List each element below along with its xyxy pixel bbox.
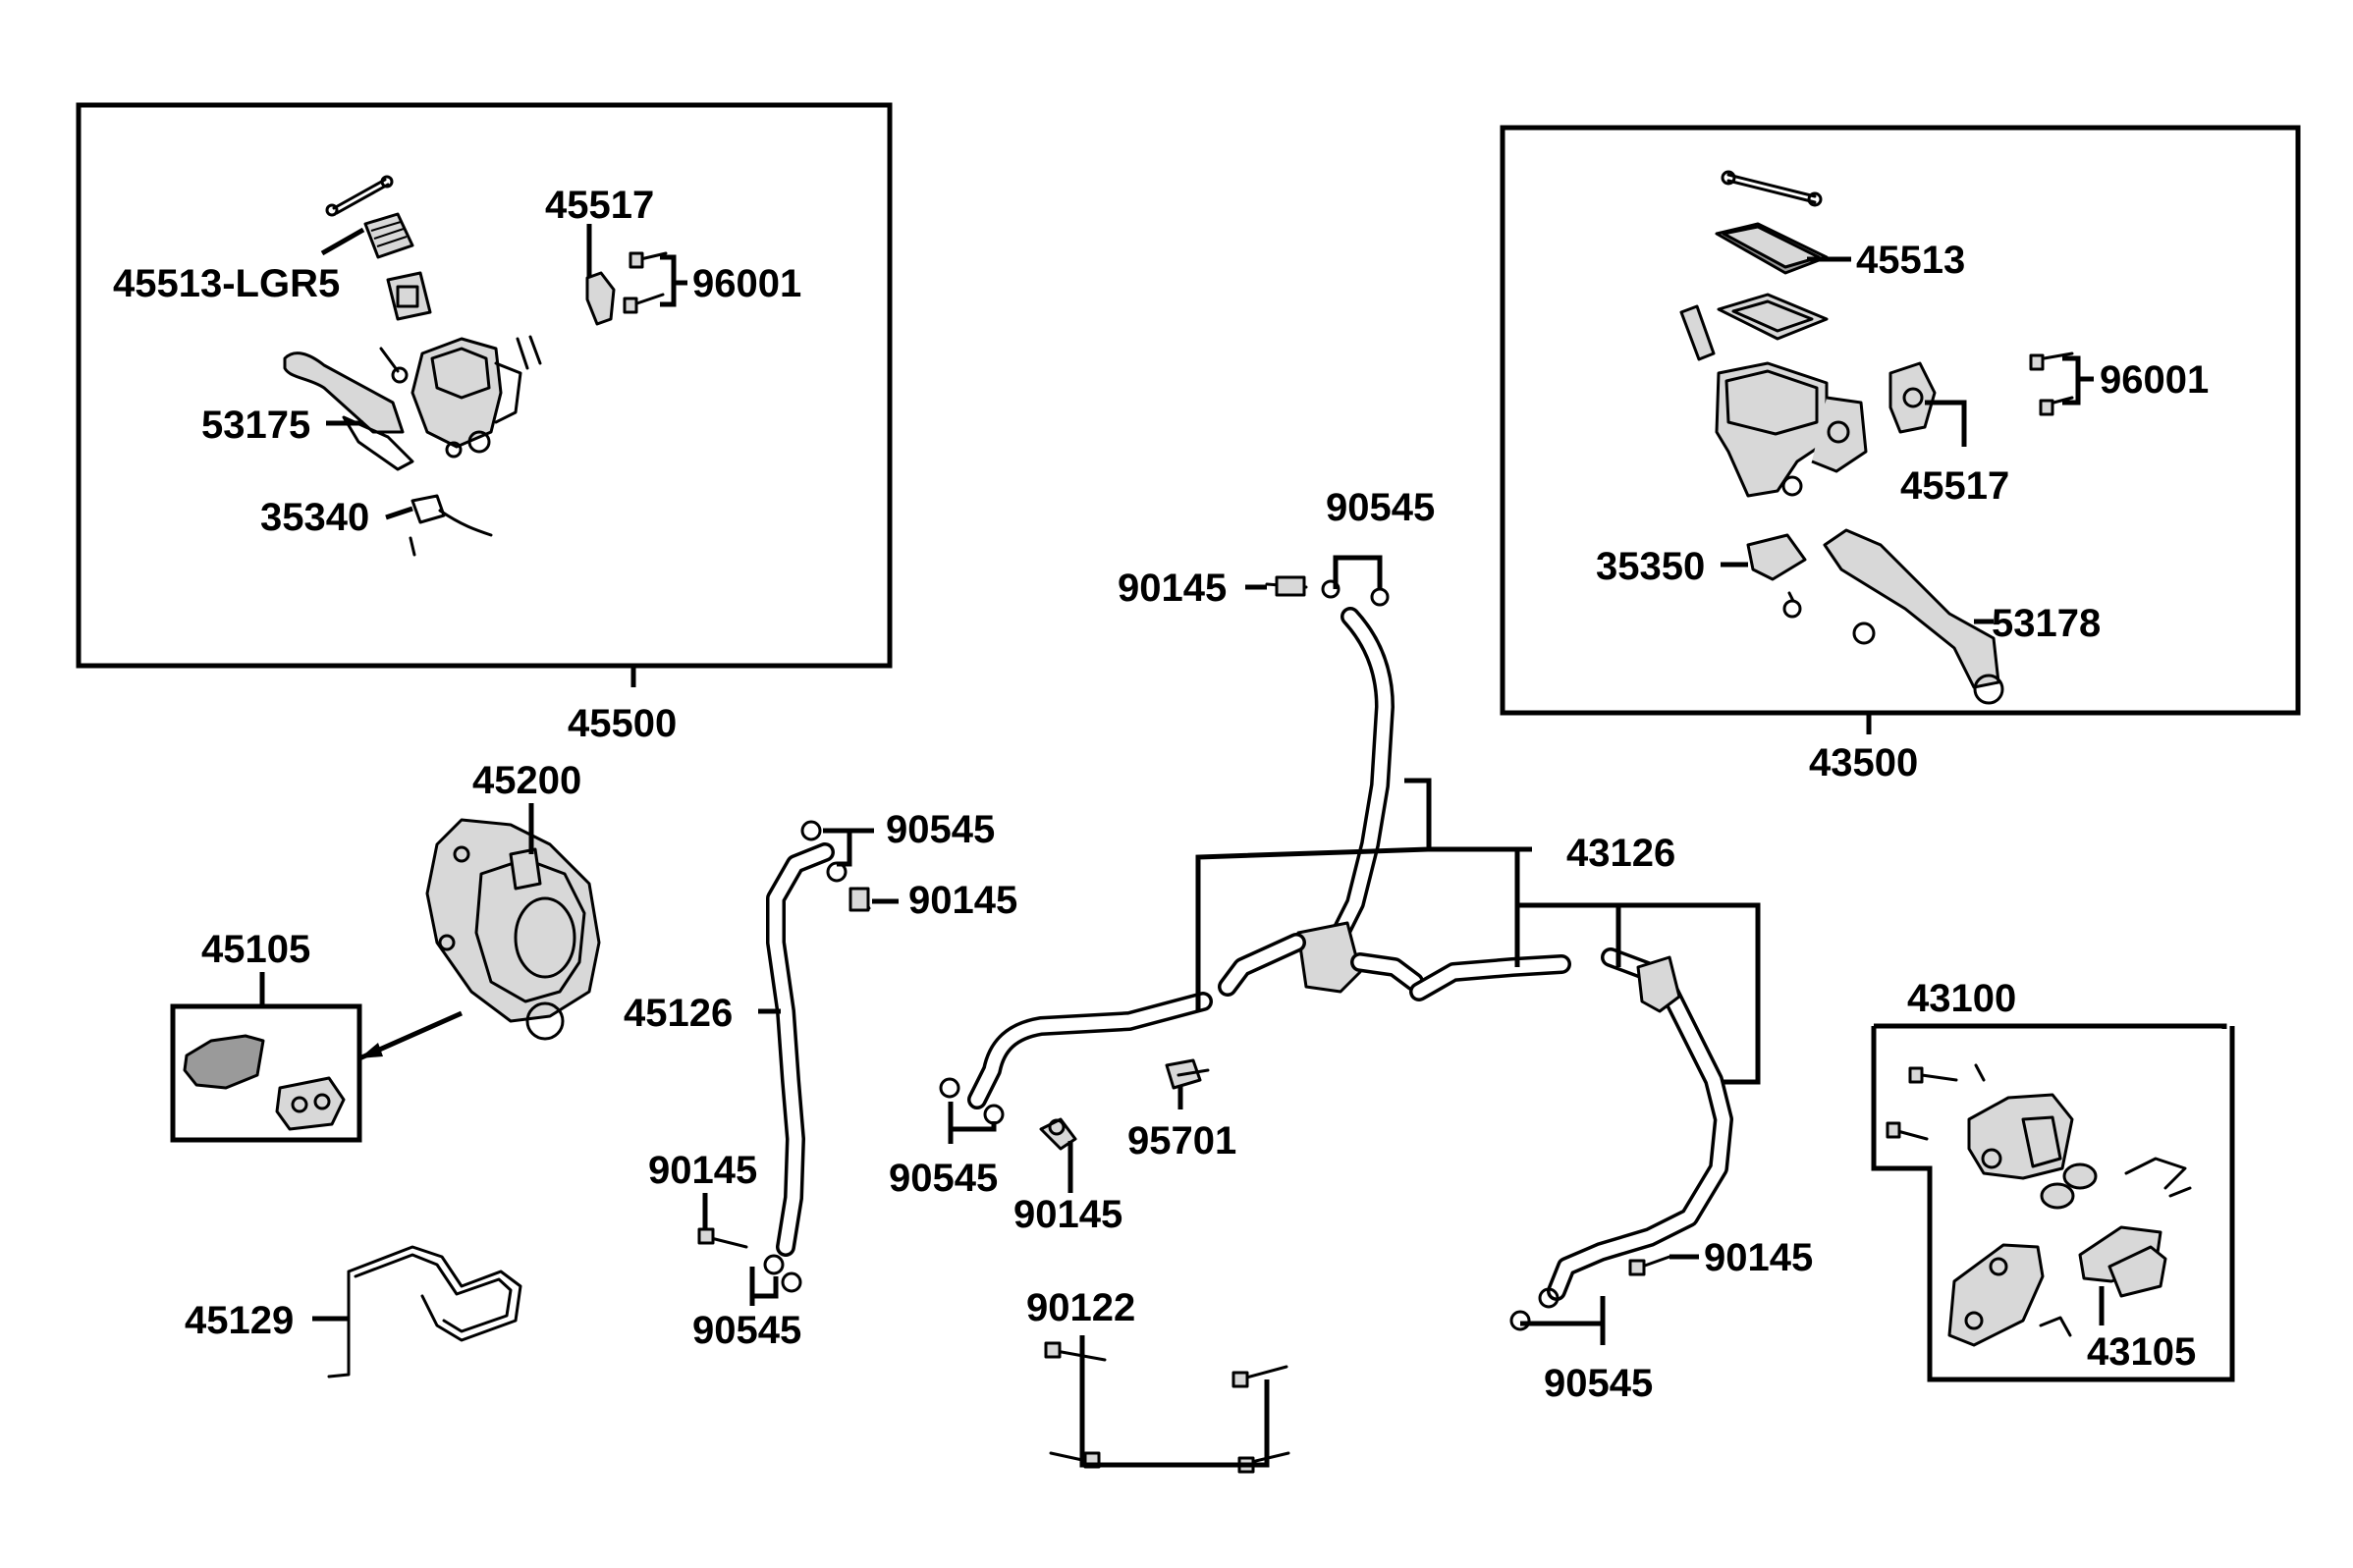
label-90145a: 90145 xyxy=(908,879,1017,922)
label-90545e: 90545 xyxy=(1544,1362,1653,1405)
cap-screws-right xyxy=(1721,170,1823,207)
label-43100: 43100 xyxy=(1907,977,2016,1020)
label-43500: 43500 xyxy=(1809,741,1918,784)
leader-90122 xyxy=(1079,1335,1270,1468)
label-45126: 45126 xyxy=(624,992,733,1035)
bolts-96001-left xyxy=(623,251,668,314)
label-90145b: 90145 xyxy=(648,1149,757,1192)
caliper-kit-43100-frame xyxy=(1871,1023,2235,1382)
clamp-45517-right xyxy=(1888,361,1937,434)
reservoir-cap-45513-LGR5 xyxy=(363,212,414,259)
label-45105: 45105 xyxy=(201,928,310,971)
assembly-45500: 45500 45513-LGR5 45517 96001 53175 35340 xyxy=(76,102,893,745)
pivot-bolt-right xyxy=(1679,304,1716,361)
label-43105: 43105 xyxy=(2087,1330,2196,1374)
brake-lever-53178 xyxy=(1823,528,2004,705)
master-cylinder-body-right xyxy=(1715,361,1868,498)
pad-kit-45105 xyxy=(170,1003,362,1143)
hose-assembly-43126 xyxy=(939,575,1733,1331)
bolts-96001-right xyxy=(2029,351,2074,416)
pad-kit-45105-frame xyxy=(170,1003,362,1143)
reservoir-cap-screws xyxy=(325,175,394,217)
leader-35340 xyxy=(385,506,413,520)
pin-screw-left xyxy=(379,347,409,384)
label-96001b: 96001 xyxy=(2100,358,2209,402)
label-96001a: 96001 xyxy=(692,262,801,305)
label-45517a: 45517 xyxy=(545,184,654,227)
label-95701: 95701 xyxy=(1127,1119,1236,1162)
label-53178: 53178 xyxy=(1992,602,2101,645)
label-90545a: 90545 xyxy=(886,808,995,851)
arrow-head xyxy=(359,1043,383,1058)
label-45517b: 45517 xyxy=(1900,464,2009,508)
leader-90545e xyxy=(1520,1296,1606,1345)
leader-90545c xyxy=(1333,555,1383,589)
label-45129: 45129 xyxy=(185,1299,294,1342)
label-90545d: 90545 xyxy=(889,1157,998,1200)
leader-45517b xyxy=(1925,400,1967,447)
bolt-95701 xyxy=(1165,1058,1210,1090)
label-90545c: 90545 xyxy=(1326,486,1435,529)
leader-45513-LGR5 xyxy=(320,227,365,256)
label-90122: 90122 xyxy=(1026,1286,1135,1329)
clamp-bracket-45517 xyxy=(585,271,616,326)
caliper-45200 xyxy=(425,818,601,1041)
label-45500: 45500 xyxy=(568,702,677,745)
reservoir-diaphragm xyxy=(386,271,432,321)
leader-43126 xyxy=(1195,778,1761,1085)
label-43126: 43126 xyxy=(1566,832,1675,875)
switch-35350 xyxy=(1746,533,1807,619)
hose-bracket-45129 xyxy=(327,1245,522,1379)
brake-switch-35340 xyxy=(409,494,493,557)
small-pins xyxy=(516,335,542,370)
leader-90545a xyxy=(823,828,874,867)
reservoir-cap-45513 xyxy=(1715,222,1829,275)
caliper-kit-43100 xyxy=(1871,1023,2235,1382)
banjo-bolt-90145d xyxy=(1039,1117,1077,1151)
leader-96001b xyxy=(2062,355,2094,406)
leader-90545d xyxy=(948,1102,997,1144)
assembly-45500-frame xyxy=(76,102,893,669)
leader-96001a xyxy=(660,254,687,307)
leader-90545b xyxy=(749,1267,779,1306)
label-35340: 35340 xyxy=(260,496,369,539)
label-90545b: 90545 xyxy=(692,1309,801,1352)
brake-lever-53175 xyxy=(283,351,414,471)
reservoir-gasket xyxy=(1717,293,1829,341)
label-35350: 35350 xyxy=(1596,545,1705,588)
assembly-43500: 43500 45513 96001 45517 35350 53178 xyxy=(1500,125,2301,784)
label-45513: 45513 xyxy=(1856,239,1965,282)
brake-hose-45126 xyxy=(697,820,871,1293)
label-90145d: 90145 xyxy=(1013,1193,1122,1236)
label-90145e: 90145 xyxy=(1704,1236,1813,1279)
label-45513-LGR5: 45513-LGR5 xyxy=(113,262,340,305)
label-45200: 45200 xyxy=(472,759,581,802)
label-53175: 53175 xyxy=(201,404,310,447)
master-cylinder-body xyxy=(410,337,522,459)
label-90145c: 90145 xyxy=(1118,567,1227,610)
assembly-43500-frame xyxy=(1500,125,2301,716)
